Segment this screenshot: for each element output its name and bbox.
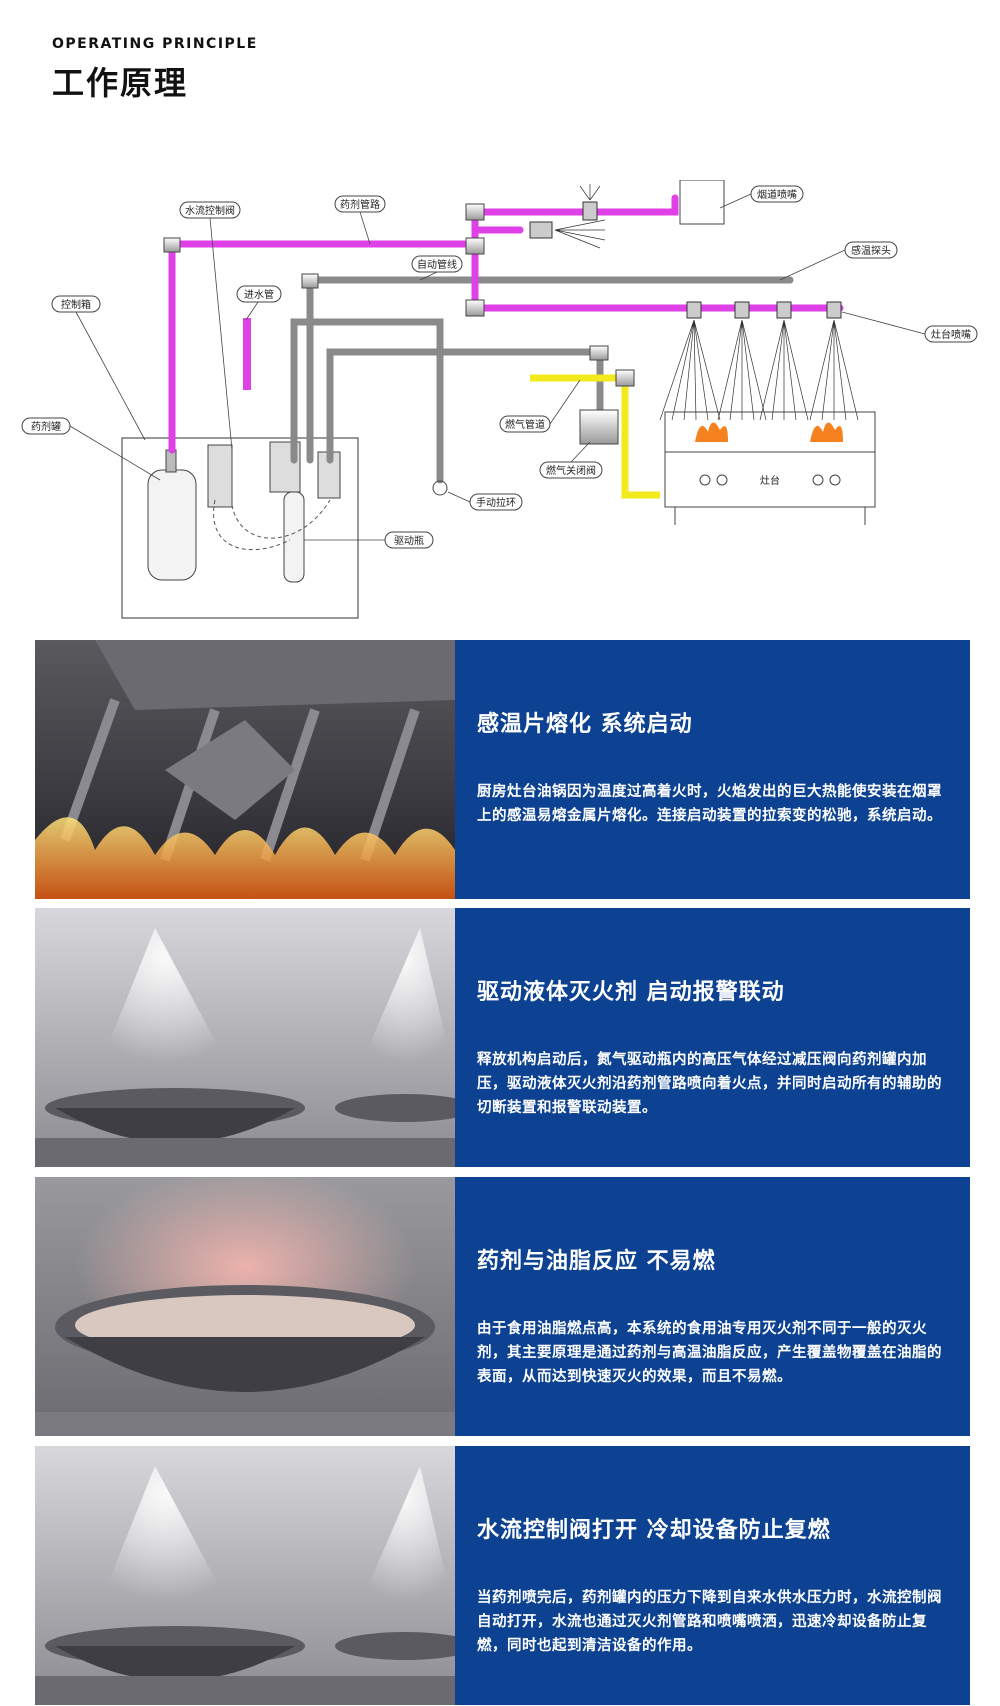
section-title: 水流控制阀打开 冷却设备防止复燃 [477, 1518, 831, 1543]
section-title: 驱动液体灭火剂 启动报警联动 [477, 980, 785, 1005]
system-diagram: 水流控制阀 药剂管路 自动管线 进水管 控制箱 药剂罐 烟道喷嘴 感温探头 灶台… [21, 180, 978, 619]
section-4: 水流控制阀打开 冷却设备防止复燃 当药剂喷完后，药剂罐内的压力下降到自来水供水压… [35, 1446, 970, 1705]
label-agent-tank: 药剂罐 [31, 420, 61, 433]
label-drive-bottle: 驱动瓶 [394, 534, 424, 547]
section-1: 感温片熔化 系统启动 厨房灶台油锅因为温度过高着火时，火焰发出的巨大热能使安装在… [35, 640, 970, 899]
section-2: 驱动液体灭火剂 启动报警联动 释放机构启动后，氮气驱动瓶内的高压气体经过减压阀向… [35, 908, 970, 1167]
section-title: 药剂与油脂反应 不易燃 [477, 1249, 716, 1274]
drive-bottle [283, 491, 305, 583]
text-panel-4: 水流控制阀打开 冷却设备防止复燃 当药剂喷完后，药剂罐内的压力下降到自来水供水压… [455, 1446, 970, 1705]
section-title: 感温片熔化 系统启动 [477, 712, 693, 737]
photo-spray-wok [35, 908, 455, 1167]
section-text: 释放机构启动后，氮气驱动瓶内的高压气体经过减压阀向药剂罐内加压，驱动液体灭火剂沿… [477, 1052, 942, 1116]
section-text: 当药剂喷完后，药剂罐内的压力下降到自来水供水压力时，水流控制阀自动打开，水流也通… [477, 1590, 942, 1654]
page-subtitle: OPERATING PRINCIPLE [52, 36, 258, 52]
gas-pipe [530, 374, 660, 499]
label-gas-valve: 燃气关闭阀 [546, 464, 596, 477]
cabinet-box [121, 437, 359, 619]
stove-body [664, 411, 876, 453]
text-panel-3: 药剂与油脂反应 不易燃 由于食用油脂燃点高，本系统的食用油专用灭火剂不同于一般的… [455, 1177, 970, 1436]
section-text: 由于食用油脂燃点高，本系统的食用油专用灭火剂不同于一般的灭火剂，其主要原理是通过… [477, 1321, 942, 1385]
label-flue-nozzle: 烟道喷嘴 [757, 188, 797, 201]
agent-tank [147, 469, 197, 581]
label-stove-nozzle: 灶台喷嘴 [931, 328, 971, 341]
page-title: 工作原理 [52, 64, 189, 102]
label-gas-pipe: 燃气管道 [505, 418, 545, 431]
page-header: OPERATING PRINCIPLE 工作原理 [52, 36, 258, 104]
text-panel-1: 感温片熔化 系统启动 厨房灶台油锅因为温度过高着火时，火焰发出的巨大热能使安装在… [455, 640, 970, 899]
section-3: 药剂与油脂反应 不易燃 由于食用油脂燃点高，本系统的食用油专用灭火剂不同于一般的… [35, 1177, 970, 1436]
text-panel-2: 驱动液体灭火剂 启动报警联动 释放机构启动后，氮气驱动瓶内的高压气体经过减压阀向… [455, 908, 970, 1167]
label-manual-pull: 手动拉环 [476, 496, 516, 509]
label-water-valve: 水流控制阀 [185, 204, 235, 217]
photo-hood-fire [35, 640, 455, 899]
label-temp-probe: 感温探头 [851, 244, 891, 257]
label-agent-pipe: 药剂管路 [340, 198, 380, 211]
label-control-box: 控制箱 [61, 298, 91, 311]
photo-water-cooling [35, 1446, 455, 1705]
photo-agent-reaction [35, 1177, 455, 1436]
section-text: 厨房灶台油锅因为温度过高着火时，火焰发出的巨大热能使安装在烟罩上的感温易熔金属片… [477, 784, 942, 824]
label-stove: 灶台 [760, 474, 780, 487]
label-water-inlet: 进水管 [244, 288, 274, 301]
label-auto-line: 自动管线 [417, 258, 457, 271]
